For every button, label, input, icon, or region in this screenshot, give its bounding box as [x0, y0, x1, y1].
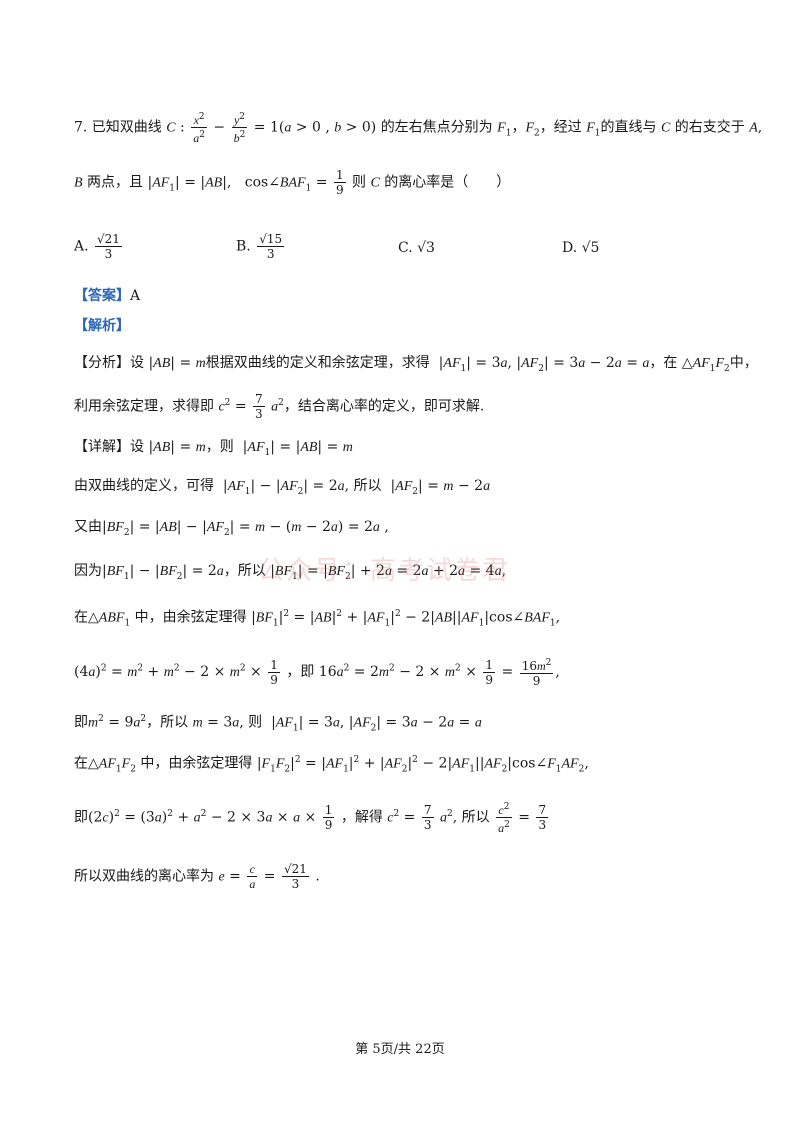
detail-line-4: 因为|BF1| − |BF2| = 2a，所以 |BF1| = |BF2| + …: [74, 563, 507, 582]
detail-line-5: 在△ABF1 中，由余弦定理得 |BF1|2 = |AB|2 + |AF1|2 …: [74, 609, 561, 629]
detail-line-2: 由双曲线的定义，可得 |AF1| − |AF2| = 2a, 所以 |AF2| …: [74, 478, 491, 497]
analysis-tag: 【解析】: [74, 318, 130, 334]
option-c[interactable]: C. √3: [398, 240, 435, 256]
page-footer: 第 5页/共 22页: [355, 1042, 445, 1057]
detail-line-7: 即m2 = 9a2，所以 m = 3a, 则 |AF1| = 3a, |AF2|…: [74, 714, 482, 734]
fenxi-line-1: 【分析】设 |AB| = m根据双曲线的定义和余弦定理，求得 |AF1| = 3…: [74, 355, 758, 374]
detail-line-3: 又由|BF2| = |AB| − |AF2| = m − (m − 2a) = …: [74, 519, 389, 538]
option-d[interactable]: D. √5: [562, 240, 600, 256]
detail-line-1: 【详解】设 |AB| = m，则 |AF1| = |AB| = m: [74, 439, 353, 458]
answer-line: 【答案】A: [74, 288, 141, 304]
watermark: 公众号：高考试卷君: [258, 556, 511, 586]
detail-line-8: 在△AF1F2 中，由余弦定理得 |F1F2|2 = |AF1|2 + |AF2…: [74, 755, 589, 775]
